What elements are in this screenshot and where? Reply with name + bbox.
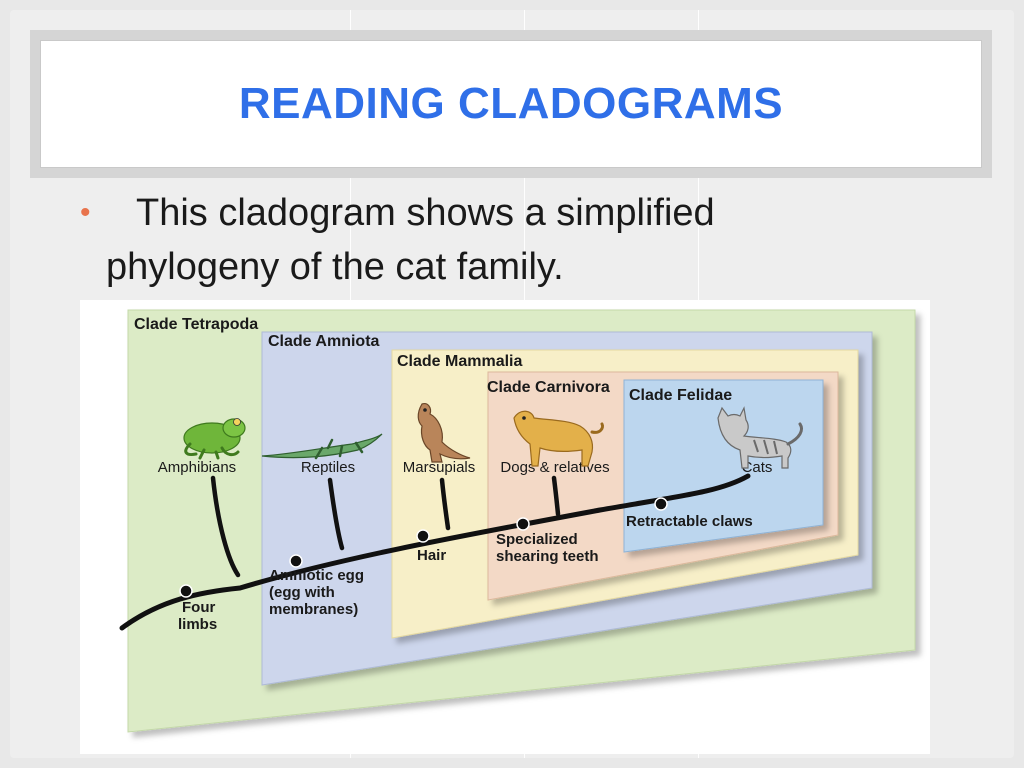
clade-felidae-panel	[623, 379, 824, 553]
clade-label-carnivora: Clade Carnivora	[487, 379, 610, 396]
trait-label-shearing-teeth: Specialized shearing teeth	[496, 531, 599, 565]
trait-label-hair: Hair	[417, 547, 446, 564]
trait-label-retractable-claws: Retractable claws	[626, 513, 753, 530]
cladogram-figure: Clade Tetrapoda Clade Amniota Clade Mamm…	[80, 300, 930, 754]
branch-amphibians	[210, 475, 241, 578]
bullet-text-line2: phylogeny of the cat family.	[106, 246, 564, 288]
taxon-label-marsupials: Marsupials	[403, 459, 476, 476]
bullet-marker: •	[80, 196, 91, 229]
node-hair	[416, 529, 430, 543]
node-retractable-claws	[654, 497, 668, 511]
branch-reptiles	[327, 477, 345, 551]
node-amniotic-egg	[289, 554, 303, 568]
taxon-label-cats: Cats	[742, 459, 773, 476]
taxon-label-dogs: Dogs & relatives	[500, 459, 609, 476]
cat-icon	[717, 406, 803, 469]
branch-dogs	[551, 475, 561, 517]
dog-icon	[513, 410, 604, 467]
main-lineage	[119, 473, 751, 631]
cladogram-svg: Clade Tetrapoda Clade Amniota Clade Mamm…	[119, 309, 916, 733]
trait-label-amniotic-egg: Amniotic egg (egg with membranes)	[269, 567, 368, 618]
taxon-label-amphibians: Amphibians	[158, 459, 236, 476]
branch-marsupials	[439, 477, 451, 531]
frog-icon	[183, 418, 246, 460]
lizard-icon	[261, 433, 383, 460]
clade-label-tetrapoda: Clade Tetrapoda	[134, 316, 258, 333]
kangaroo-icon	[417, 403, 471, 463]
title-panel: READING CLADOGRAMS	[40, 40, 982, 168]
clade-label-mammalia: Clade Mammalia	[397, 353, 522, 370]
trait-label-four-limbs: Four limbs	[178, 599, 220, 633]
title-box: READING CLADOGRAMS	[30, 30, 992, 178]
clade-label-felidae: Clade Felidae	[629, 387, 732, 404]
bullet-text-line1: This cladogram shows a simplified	[136, 192, 715, 234]
taxon-label-reptiles: Reptiles	[301, 459, 355, 476]
slide-title: READING CLADOGRAMS	[238, 79, 784, 128]
clade-label-amniota: Clade Amniota	[268, 333, 380, 350]
node-four-limbs	[179, 584, 193, 598]
node-shearing-teeth	[516, 517, 530, 531]
